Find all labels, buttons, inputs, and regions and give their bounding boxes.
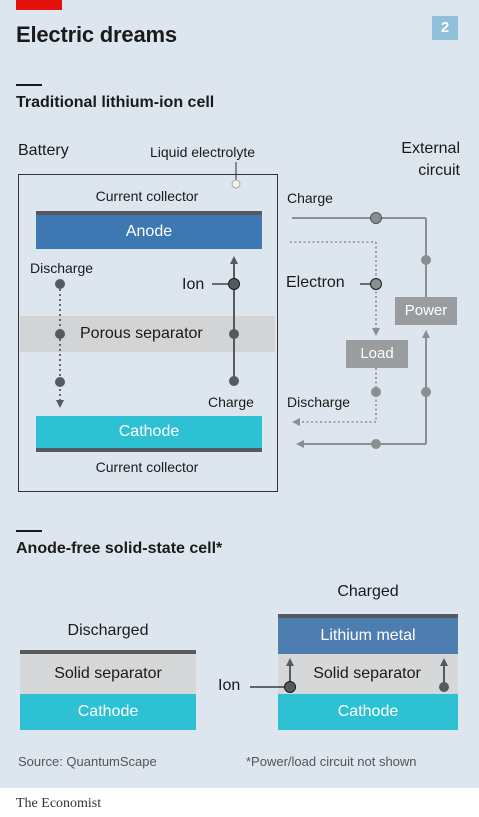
cathode-bar: Cathode [36, 416, 262, 448]
anode-bar: Anode [36, 215, 262, 249]
charged-cathode-bar: Cathode [278, 694, 458, 730]
discharged-cathode-bar: Cathode [20, 694, 196, 730]
discharged-separator-label: Solid separator [54, 665, 162, 682]
liquid-electrolyte-pointer [231, 162, 241, 189]
discharge-ion-path [55, 279, 65, 408]
battery-label: Battery [18, 142, 69, 159]
external-label-1: External [401, 140, 460, 157]
collector-plate-top [36, 211, 262, 215]
load-box: Load [346, 340, 408, 368]
section-rule-1 [16, 84, 42, 86]
page-title: Electric dreams [16, 22, 177, 47]
battery-box [18, 174, 278, 492]
liquid-electrolyte-label: Liquid electrolyte [150, 144, 256, 160]
charged-separator-label: Solid separator [313, 665, 421, 682]
current-collector-top: Current collector [95, 188, 199, 204]
charge-ion-path [212, 256, 240, 386]
discharged-label: Discharged [67, 622, 149, 639]
discharge-outer-label: Discharge [287, 394, 351, 410]
section-title-traditional: Traditional lithium-ion cell [16, 94, 215, 111]
power-box: Power [395, 297, 457, 325]
discharge-left-label: Discharge [30, 260, 94, 276]
charged-separator-band [278, 654, 458, 694]
ion-label: Ion [182, 276, 205, 293]
solid-state-ion-arrows [250, 658, 449, 693]
section-title-anode-free: Anode-free solid-state cell* [16, 540, 223, 557]
economist-logo-text: The Economist [16, 796, 102, 811]
discharged-collector-plate [20, 650, 196, 654]
electron-label: Electron [286, 274, 345, 291]
discharged-separator-band [20, 654, 196, 694]
charge-inner-label: Charge [208, 394, 254, 410]
circuit-footnote: *Power/load circuit not shown [246, 754, 417, 769]
charged-collector-plate [278, 614, 458, 618]
collector-plate-bottom [36, 448, 262, 452]
external-circuit [290, 212, 431, 449]
current-collector-bottom: Current collector [95, 459, 199, 475]
chart-number-badge: 2 [432, 16, 458, 40]
ion-label-solid: Ion [218, 677, 241, 694]
economist-red-bar [16, 0, 62, 10]
source-note: Source: QuantumScape [18, 754, 157, 769]
section-rule-2 [16, 530, 42, 532]
porous-separator-label: Porous separator [80, 325, 203, 342]
lithium-metal-bar: Lithium metal [278, 618, 458, 654]
charge-outer-label: Charge [287, 190, 333, 206]
external-label-2: circuit [418, 162, 460, 179]
charged-label: Charged [337, 583, 399, 600]
